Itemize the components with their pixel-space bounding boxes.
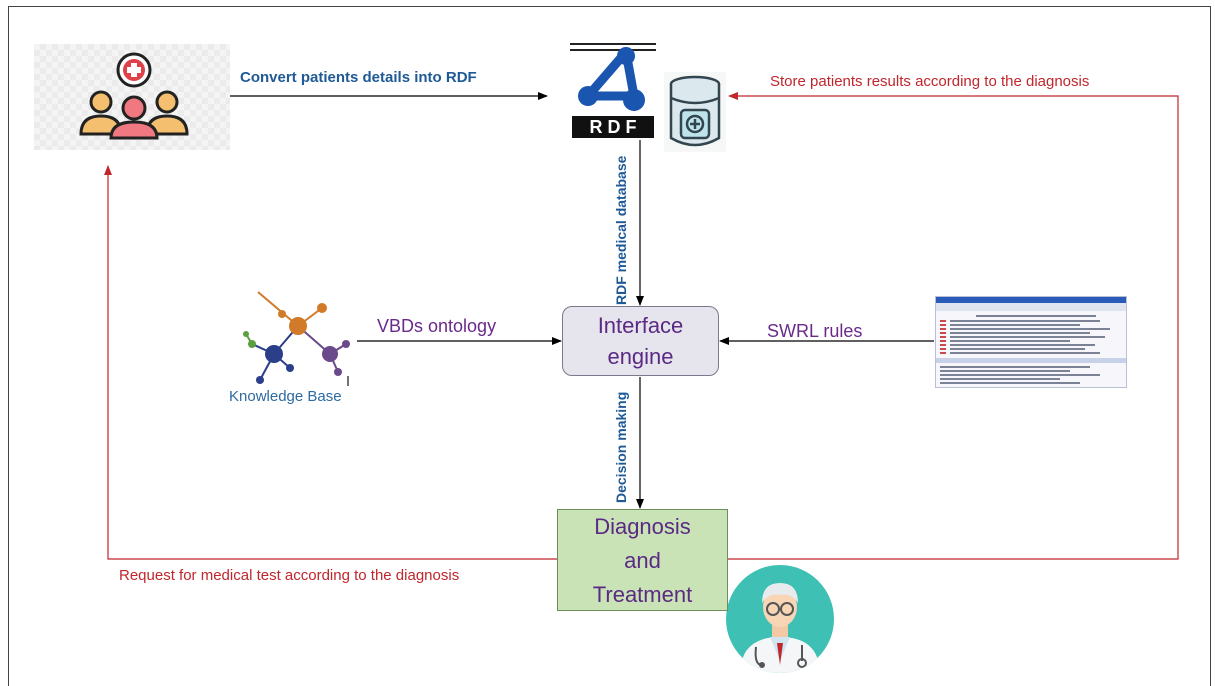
knowledge-base-label: Knowledge Base <box>229 388 342 405</box>
edge-label-rdf-database: RDF medical database <box>613 155 629 305</box>
doctor-icon <box>726 565 834 673</box>
engine-label-line1: Interface <box>597 313 684 338</box>
rdf-logo-icon: R D F <box>570 43 656 138</box>
diagnosis-treatment-node: Diagnosis and Treatment <box>557 509 728 611</box>
edge-request-line <box>104 165 557 560</box>
edge-label-store: Store patients results according to the … <box>770 73 1090 90</box>
knowledge-graph-icon <box>243 291 350 386</box>
interface-engine-node: Interface engine <box>562 306 719 376</box>
edge-label-swrl: SWRL rules <box>767 321 863 341</box>
diagram-frame <box>8 6 1211 686</box>
edge-label-convert: Convert patients details into RDF <box>240 69 477 86</box>
edge-label-request: Request for medical test according to th… <box>119 567 460 584</box>
engine-label-line2: engine <box>607 344 674 369</box>
medical-database-icon <box>664 72 726 152</box>
rdf-logo-text: R D F <box>590 117 637 137</box>
edge-label-ontology: VBDs ontology <box>377 316 497 336</box>
diag-label-line2: and <box>624 548 661 573</box>
edge-label-decision: Decision making <box>613 391 629 503</box>
patients-group-icon <box>79 52 189 140</box>
diag-label-line1: Diagnosis <box>594 514 691 539</box>
diag-label-line3: Treatment <box>592 582 693 607</box>
swrl-rules-screenshot <box>935 296 1127 388</box>
edge-store-line <box>728 92 1179 560</box>
